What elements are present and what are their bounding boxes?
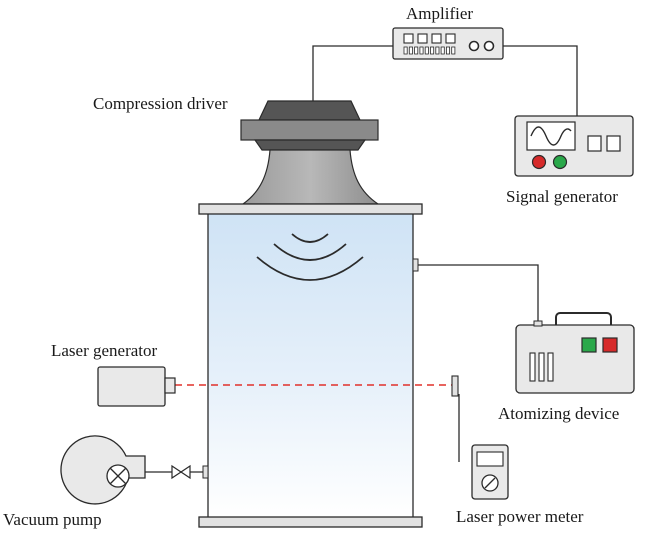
tube-bottom-cap xyxy=(198,516,423,528)
driver-collar xyxy=(253,139,367,151)
atomizer-inlet-port xyxy=(412,258,419,272)
tube-top-cap xyxy=(198,203,423,215)
atomizing-device xyxy=(515,312,635,394)
amplifier-knob-1 xyxy=(468,40,480,52)
signal-generator-button-red xyxy=(531,154,547,170)
atomizing-device-button-green xyxy=(581,337,597,353)
signal-generator-screen xyxy=(526,121,576,151)
wire-tube-to-atomizing-device xyxy=(416,264,539,322)
tube-body xyxy=(207,212,414,519)
label-atomizing-device: Atomizing device xyxy=(498,404,620,423)
laser-generator-nozzle xyxy=(164,377,176,394)
driver-horn xyxy=(241,149,380,205)
laser-sensor-head xyxy=(451,375,459,397)
label-compression-driver: Compression driver xyxy=(93,94,228,113)
label-laser-generator: Laser generator xyxy=(51,341,158,360)
compression-driver xyxy=(240,100,380,205)
atomizing-device-vents xyxy=(529,352,554,382)
driver-magnet xyxy=(258,100,361,121)
label-vacuum-pump: Vacuum pump xyxy=(3,510,102,529)
signal-generator-button-green xyxy=(552,154,568,170)
amplifier xyxy=(392,27,504,60)
sound-wave-icon xyxy=(256,233,364,281)
amplifier-indicator-strip xyxy=(403,46,456,55)
signal-generator xyxy=(514,115,634,177)
vacuum-port xyxy=(202,465,209,479)
atomizing-device-button-red xyxy=(602,337,618,353)
laser-generator xyxy=(97,366,176,407)
vacuum-pump xyxy=(60,435,203,505)
laser-power-meter xyxy=(451,375,509,500)
laser-power-meter-display xyxy=(476,451,504,467)
label-amplifier: Amplifier xyxy=(406,4,474,23)
amplifier-knob-2 xyxy=(483,40,495,52)
vacuum-pump-housing xyxy=(60,435,146,505)
valve-icon xyxy=(171,464,191,480)
wire-amplifier-to-driver xyxy=(312,45,393,101)
wire-amplifier-to-signal-generator xyxy=(502,45,578,116)
driver-flange xyxy=(240,119,379,141)
label-laser-power-meter: Laser power meter xyxy=(456,507,584,526)
wires xyxy=(312,45,578,462)
sound-tube xyxy=(198,203,423,528)
sine-wave-icon xyxy=(530,126,572,146)
label-signal-generator: Signal generator xyxy=(506,187,618,206)
laser-generator-body xyxy=(97,366,166,407)
